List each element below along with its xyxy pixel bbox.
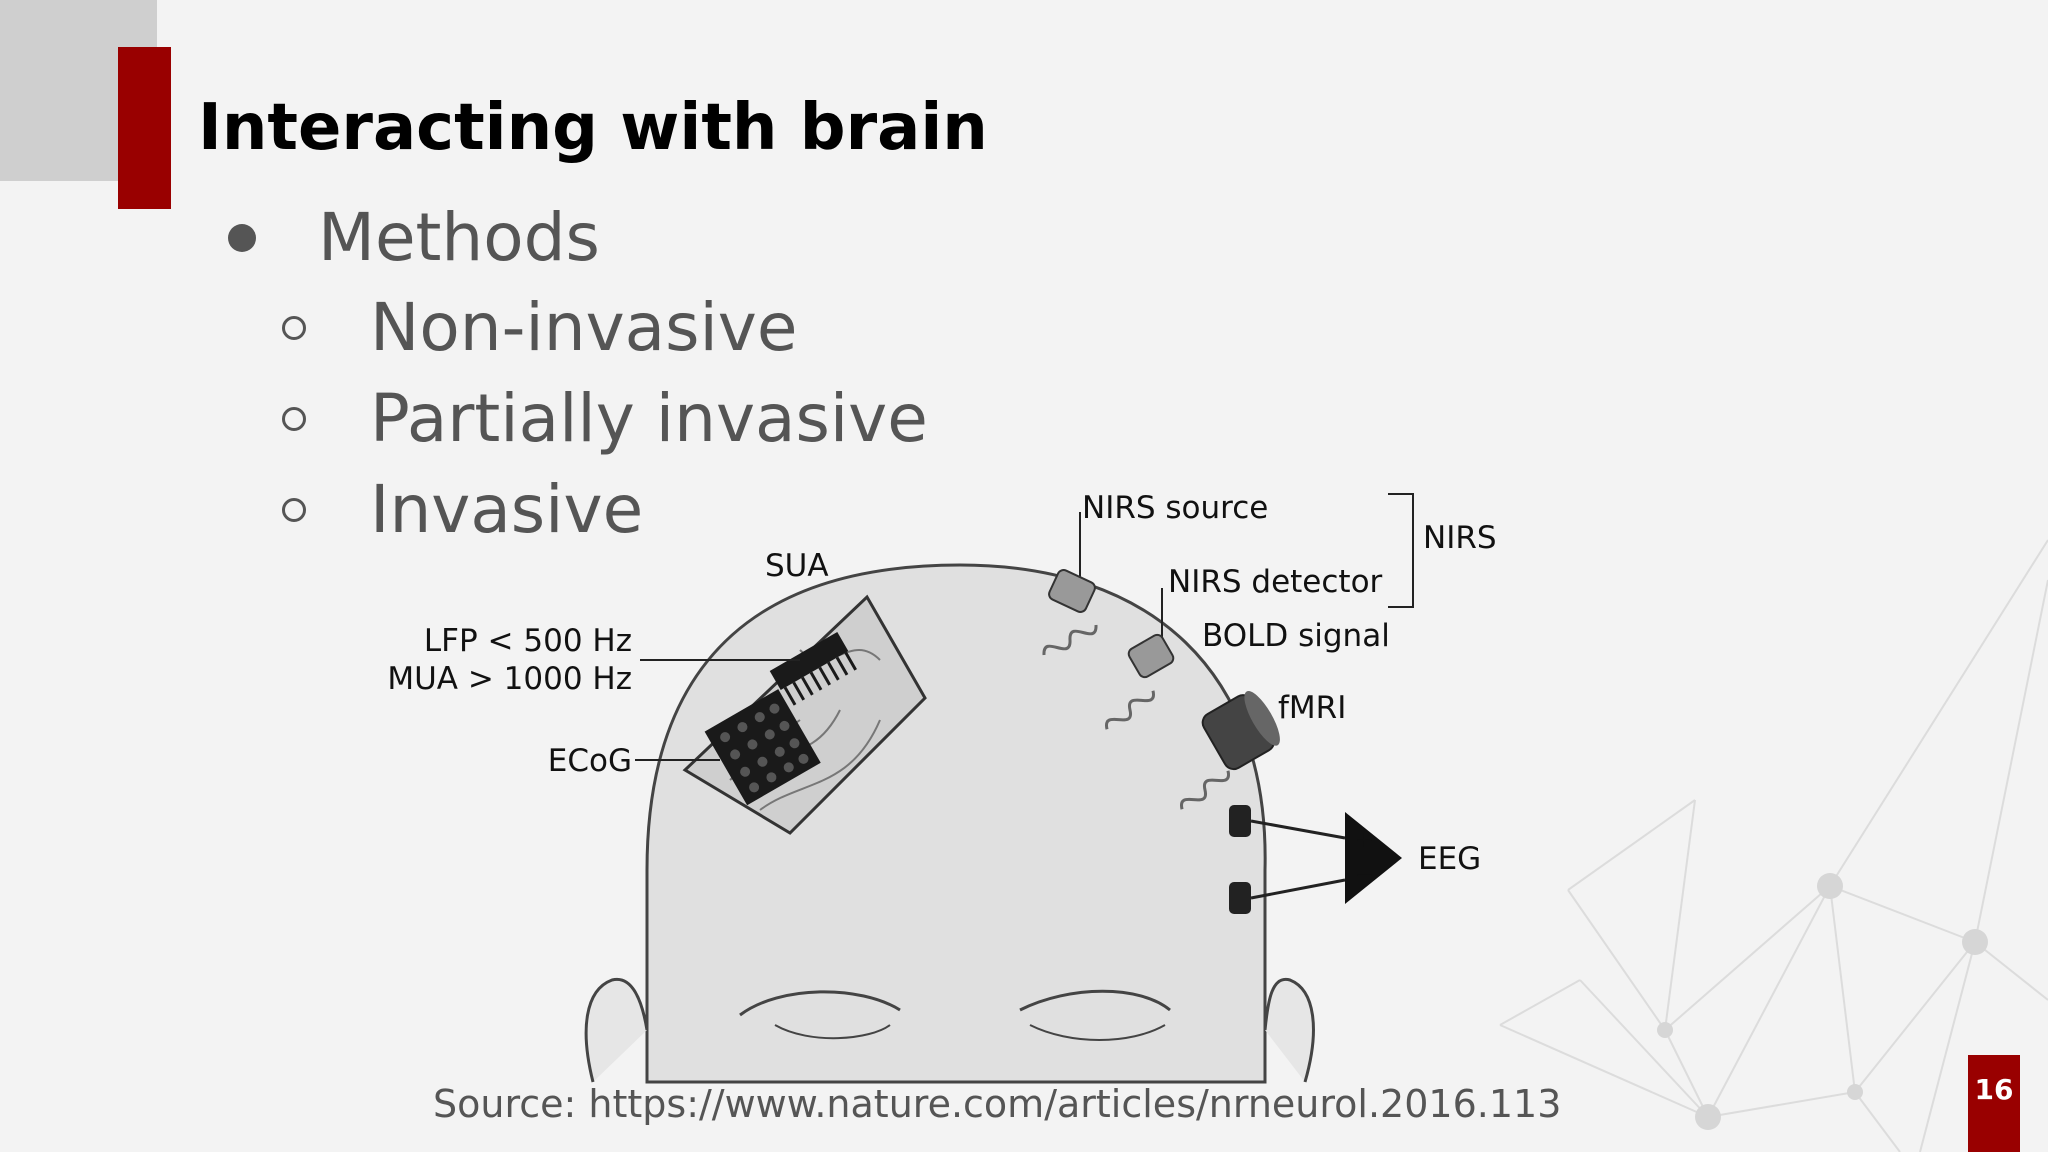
figure-source-caption: Source: https://www.nature.com/articles/… bbox=[433, 1082, 1562, 1126]
label-nirs: NIRS bbox=[1423, 520, 1497, 556]
bullet-text: Methods bbox=[318, 199, 600, 276]
label-ecog: ECoG bbox=[548, 743, 632, 779]
label-eeg: EEG bbox=[1418, 841, 1481, 877]
bullet-methods: Methods bbox=[228, 196, 600, 280]
eeg-amplifier-icon bbox=[1345, 812, 1402, 904]
network-background-decoration bbox=[1499, 539, 2048, 1152]
slide-title: Interacting with brain bbox=[198, 91, 988, 165]
label-nirs-detector: NIRS detector bbox=[1168, 564, 1383, 600]
label-nirs-source: NIRS source bbox=[1082, 490, 1268, 526]
fmri-wave-icon bbox=[1180, 770, 1230, 810]
eeg-electrode-upper bbox=[1229, 805, 1251, 837]
page-number-badge: 16 bbox=[1968, 1055, 2020, 1152]
bullet-ring-icon bbox=[282, 406, 306, 431]
nirs-source-sensor bbox=[1048, 569, 1096, 613]
label-fmri: fMRI bbox=[1278, 690, 1346, 726]
bullet-text: Partially invasive bbox=[370, 380, 928, 457]
label-sua: SUA bbox=[765, 548, 829, 584]
label-mua: MUA > 1000 Hz bbox=[387, 661, 632, 697]
leader-lines bbox=[635, 493, 1414, 761]
bullet-text: Non-invasive bbox=[370, 289, 798, 366]
bullet-text: Invasive bbox=[370, 471, 644, 548]
nirs-detector-sensor bbox=[1127, 633, 1175, 679]
amp-plus-sign: + bbox=[1355, 828, 1373, 853]
bullet-dot-icon bbox=[228, 223, 256, 252]
bullet-ring-icon bbox=[282, 497, 306, 522]
eeg-electrode-lower bbox=[1229, 882, 1251, 914]
bullet-non-invasive: Non-invasive bbox=[282, 286, 797, 370]
bullet-partially-invasive: Partially invasive bbox=[282, 377, 928, 461]
cortex-window-illustration bbox=[682, 594, 927, 835]
fmri-coil-icon bbox=[1201, 691, 1280, 771]
bullet-invasive: Invasive bbox=[282, 468, 643, 552]
bold-wave-icon bbox=[1105, 690, 1155, 730]
nirs-wave-icon bbox=[1042, 624, 1098, 656]
label-bold-signal: BOLD signal bbox=[1202, 618, 1390, 654]
label-lfp: LFP < 500 Hz bbox=[424, 623, 632, 659]
amp-minus-sign: − bbox=[1355, 863, 1373, 888]
brain-interface-figure: + − SUA LFP < 500 Hz MUA > 1000 Hz ECoG … bbox=[387, 490, 1497, 1084]
bullet-ring-icon bbox=[282, 315, 306, 340]
title-accent-bar bbox=[118, 47, 171, 209]
